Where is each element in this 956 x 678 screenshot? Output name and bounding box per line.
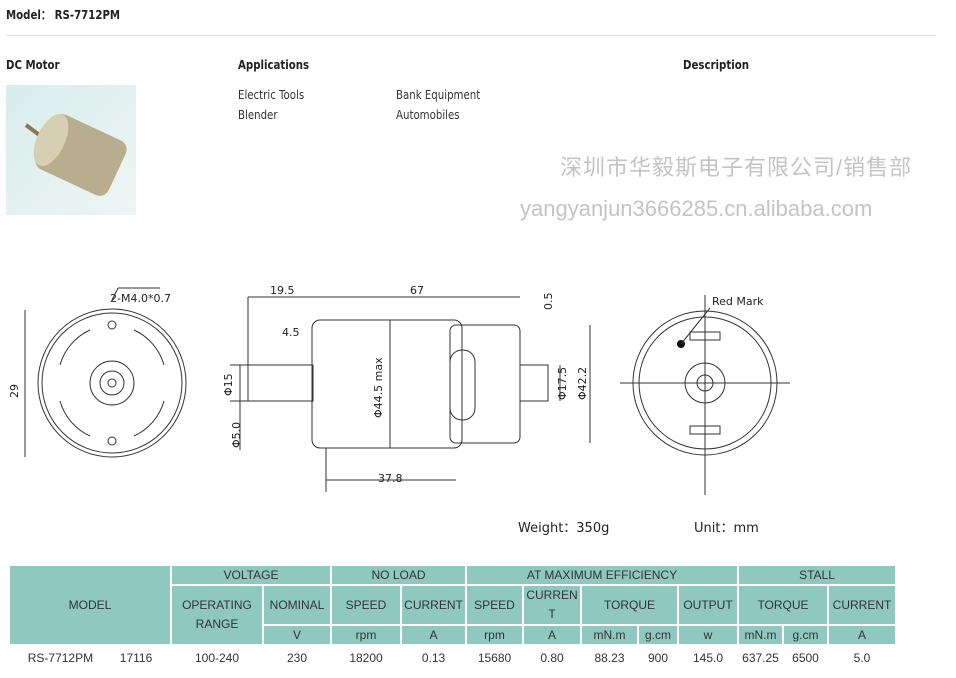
header-torque: TORQUE bbox=[582, 586, 677, 624]
cell: 6500 bbox=[784, 646, 827, 670]
cell: 100-240 bbox=[172, 646, 262, 670]
header-stall: STALL bbox=[739, 566, 895, 584]
motor-drawing: 2-M4.0*0.7 29 19.5 67 0.5 4.5 Φ15 Φ5.0 Φ… bbox=[8, 284, 790, 536]
header-speed: SPEED bbox=[467, 586, 522, 624]
unit: mN.m bbox=[582, 626, 637, 644]
description-heading: Description bbox=[683, 58, 749, 72]
header-operating-range: OPERATING RANGE bbox=[172, 586, 262, 644]
dim-label: Φ17.5 bbox=[556, 367, 569, 400]
applications-heading: Applications bbox=[238, 58, 310, 72]
dim-label: 19.5 bbox=[270, 284, 295, 297]
cell: 18200 bbox=[332, 646, 400, 670]
header-no-load: NO LOAD bbox=[332, 566, 465, 584]
cell: 637.25 bbox=[739, 646, 782, 670]
application-item: Bank Equipment bbox=[396, 88, 481, 102]
weight-label: Weight：350g bbox=[518, 521, 609, 536]
header-voltage: VOLTAGE bbox=[172, 566, 330, 584]
dim-label: Φ42.2 bbox=[576, 367, 589, 400]
unit: g.cm bbox=[784, 626, 827, 644]
dim-label: 0.5 bbox=[542, 293, 555, 311]
dim-label: Φ15 bbox=[222, 373, 235, 396]
dim-label: Φ5.0 bbox=[230, 422, 243, 448]
cell: 900 bbox=[639, 646, 677, 670]
motor-photo bbox=[6, 85, 136, 215]
unit-label: Unit：mm bbox=[694, 521, 759, 536]
hole-label: 2-M4.0*0.7 bbox=[110, 292, 171, 305]
dim-label: 67 bbox=[410, 284, 424, 297]
cell: 15680 bbox=[467, 646, 522, 670]
dim-label: 37.8 bbox=[378, 472, 403, 485]
unit: A bbox=[524, 626, 580, 644]
cell: 0.13 bbox=[402, 646, 465, 670]
header-output: OUTPUT bbox=[679, 586, 737, 624]
unit: mN.m bbox=[739, 626, 782, 644]
application-item: Electric Tools bbox=[238, 88, 305, 102]
product-type: DC Motor bbox=[6, 58, 60, 72]
cell: 145.0 bbox=[679, 646, 737, 670]
cell-model: RS-7712PM 17116 bbox=[10, 646, 170, 670]
unit: A bbox=[829, 626, 895, 644]
dim-label: 4.5 bbox=[282, 326, 300, 339]
header-current: CURREN T bbox=[524, 586, 580, 624]
unit: rpm bbox=[467, 626, 522, 644]
cell: 88.23 bbox=[582, 646, 637, 670]
unit: A bbox=[402, 626, 465, 644]
unit: g.cm bbox=[639, 626, 677, 644]
cell: 0.80 bbox=[524, 646, 580, 670]
unit: w bbox=[679, 626, 737, 644]
header-max-efficiency: AT MAXIMUM EFFICIENCY bbox=[467, 566, 737, 584]
divider bbox=[6, 35, 936, 36]
header-stall-torque: TORQUE bbox=[739, 586, 827, 624]
cell: 230 bbox=[264, 646, 330, 670]
watermark-company: 深圳市华毅斯电子有限公司/销售部 bbox=[560, 155, 913, 180]
watermark-site: yangyanjun3666285.cn.alibaba.com bbox=[520, 196, 873, 221]
red-mark-label: Red Mark bbox=[712, 295, 764, 308]
application-item: Automobiles bbox=[396, 108, 460, 122]
unit: V bbox=[264, 626, 330, 644]
dim-label: Φ44.5 max bbox=[372, 357, 385, 418]
header-nominal: NOMINAL bbox=[264, 586, 330, 624]
header-current: CURRENT bbox=[402, 586, 465, 624]
unit: rpm bbox=[332, 626, 400, 644]
application-item: Blender bbox=[238, 108, 278, 122]
header-speed: SPEED bbox=[332, 586, 400, 624]
cell: 5.0 bbox=[829, 646, 895, 670]
dim-label: 29 bbox=[8, 384, 21, 398]
model-heading: Model： RS-7712PM bbox=[6, 8, 121, 22]
header-model: MODEL bbox=[10, 566, 170, 644]
header-stall-current: CURRENT bbox=[829, 586, 895, 624]
